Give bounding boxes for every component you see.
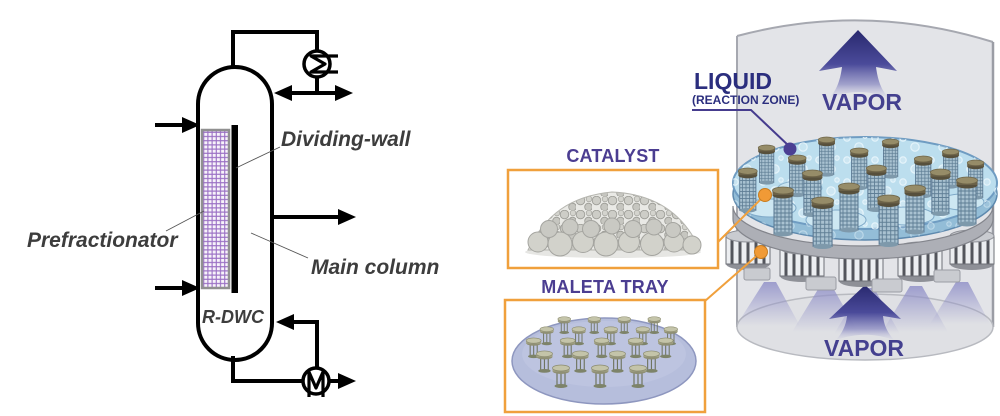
boilup-return-arrow xyxy=(276,314,319,368)
condenser-heat-exchanger-icon xyxy=(302,49,338,79)
tray-feet xyxy=(743,267,961,293)
column-tag-label: R-DWC xyxy=(202,307,265,327)
maleta-tray-leader-line xyxy=(704,251,762,302)
side-product-arrow xyxy=(272,209,356,225)
liquid-leader-line xyxy=(692,109,791,148)
reflux-distillate-arrow xyxy=(274,85,353,101)
dividing-wall-leader-line xyxy=(235,146,281,169)
vapor-bottom-label: VAPOR xyxy=(824,335,904,361)
catalyst-label: CATALYST xyxy=(566,146,659,166)
liquid-subtitle: (REACTION ZONE) xyxy=(692,93,799,107)
main-column-label: Main column xyxy=(311,256,439,279)
catalyst-callout: CATALYST xyxy=(506,146,772,270)
vapor-top-label: VAPOR xyxy=(822,89,902,115)
catalyst-balls-image xyxy=(525,191,702,258)
overhead-pipe xyxy=(231,30,319,69)
vapor-up-arrow-top xyxy=(819,30,897,98)
bottoms-line xyxy=(231,356,356,389)
dividing-wall-bar xyxy=(231,125,238,293)
liquid-leader-dot xyxy=(783,142,797,156)
prefractionator-packing xyxy=(200,128,231,290)
maleta-tray-label: MALETA TRAY xyxy=(541,277,669,297)
prefractionator-leader-line xyxy=(165,210,205,232)
liquid-title: LIQUID xyxy=(694,68,772,94)
maleta-tray-leader-dot xyxy=(754,245,768,259)
maleta-tray-image xyxy=(511,316,697,405)
liquid-label-group: LIQUID (REACTION ZONE) xyxy=(692,68,799,156)
catalyst-leader-line xyxy=(717,194,766,243)
vapor-up-arrow-bottom xyxy=(829,285,901,340)
dividing-wall-label: Dividing-wall xyxy=(281,128,412,151)
catalytic-column-illustration: VAPOR xyxy=(503,19,998,414)
rdwc-schematic: Dividing-wall Prefractionator Main colum… xyxy=(27,30,439,397)
main-column-leader-line xyxy=(250,232,309,259)
lower-feed-arrow xyxy=(155,280,200,296)
prefractionator-label: Prefractionator xyxy=(27,229,179,252)
upper-feed-arrow xyxy=(155,117,200,133)
reboiler-heat-exchanger-icon xyxy=(301,366,331,397)
catalyst-leader-dot xyxy=(758,188,772,202)
tray-deck-band xyxy=(732,205,994,260)
maleta-tray-callout: MALETA TRAY xyxy=(503,245,768,414)
